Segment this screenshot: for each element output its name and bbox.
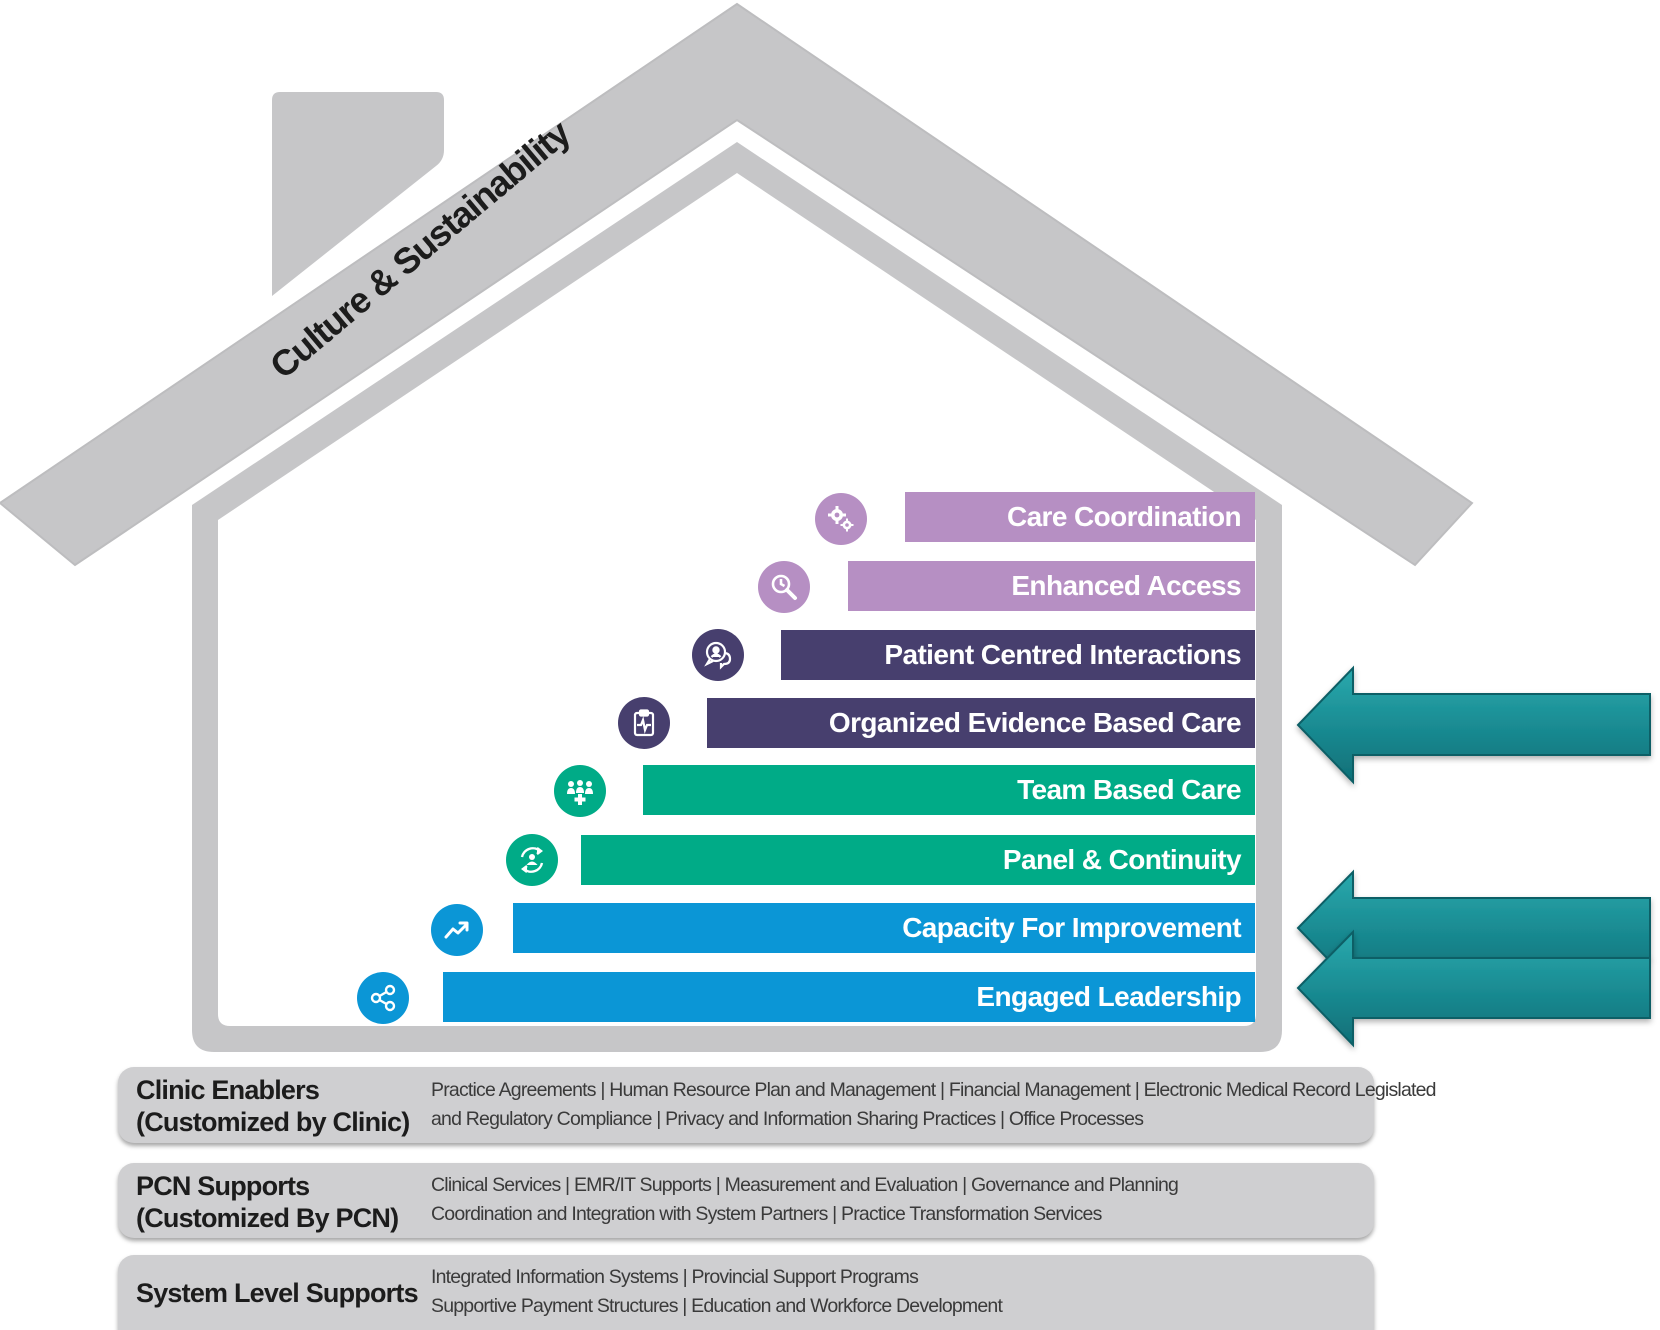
foundation-title-line1: PCN Supports xyxy=(136,1171,310,1201)
trend-up-icon xyxy=(431,904,483,956)
step-care-coordination: Care Coordination xyxy=(905,492,1255,542)
chimney xyxy=(272,92,444,296)
foundation-title: PCN Supports (Customized By PCN) xyxy=(136,1170,399,1234)
foundation-description: Clinical Services | EMR/IT Supports | Me… xyxy=(431,1171,1179,1229)
foundation-desc-line2: Supportive Payment Structures | Educatio… xyxy=(431,1295,1003,1317)
magnifier-clock-icon xyxy=(758,561,810,613)
step-label: Capacity For Improvement xyxy=(902,912,1241,943)
step-panel-continuity: Panel & Continuity xyxy=(581,835,1255,885)
foundation-title-line1: System Level Supports xyxy=(136,1278,419,1308)
step-patient-centred-interactions: Patient Centred Interactions xyxy=(781,630,1255,680)
step-team-based-care: Team Based Care xyxy=(643,765,1255,815)
arrow-engaged-leadership xyxy=(1296,929,1651,1048)
step-label: Patient Centred Interactions xyxy=(884,639,1241,670)
step-organized-evidence-based-care: Organized Evidence Based Care xyxy=(707,698,1255,748)
foundation-description: Integrated Information Systems | Provinc… xyxy=(431,1263,1003,1321)
foundation-system-level-supports: System Level Supports Integrated Informa… xyxy=(118,1255,1374,1330)
foundation-clinic-enablers: Clinic Enablers (Customized by Clinic) P… xyxy=(118,1067,1437,1143)
foundation-desc-line1: Clinical Services | EMR/IT Supports | Me… xyxy=(431,1174,1179,1196)
foundation-title-line2: (Customized By PCN) xyxy=(136,1203,399,1233)
clipboard-pulse-icon xyxy=(618,697,670,749)
foundation-pcn-supports: PCN Supports (Customized By PCN) Clinica… xyxy=(118,1163,1374,1238)
foundation-desc-line1: Integrated Information Systems | Provinc… xyxy=(431,1266,919,1288)
foundation-title-line2: (Customized by Clinic) xyxy=(136,1107,410,1137)
step-label: Care Coordination xyxy=(1006,501,1242,532)
share-icon xyxy=(357,972,409,1024)
step-label: Team Based Care xyxy=(1017,774,1242,805)
foundation-desc-line1: Practice Agreements | Human Resource Pla… xyxy=(431,1079,1437,1101)
chat-person-icon xyxy=(692,629,744,681)
foundation-title: Clinic Enablers (Customized by Clinic) xyxy=(136,1074,410,1138)
step-engaged-leadership: Engaged Leadership xyxy=(443,972,1255,1022)
team-icon xyxy=(554,765,606,817)
foundation-desc-line2: and Regulatory Compliance | Privacy and … xyxy=(431,1108,1144,1130)
roof xyxy=(0,2,1474,567)
gears-icon xyxy=(815,493,867,545)
step-label: Organized Evidence Based Care xyxy=(828,707,1242,738)
foundation-description: Practice Agreements | Human Resource Pla… xyxy=(431,1076,1437,1134)
step-label: Enhanced Access xyxy=(1011,570,1241,601)
step-label: Engaged Leadership xyxy=(976,981,1241,1012)
cycle-person-icon xyxy=(506,834,558,886)
step-capacity-for-improvement: Capacity For Improvement xyxy=(513,903,1255,953)
step-label: Panel & Continuity xyxy=(1002,844,1242,875)
foundation-title-line1: Clinic Enablers xyxy=(136,1075,320,1105)
foundation-desc-line2: Coordination and Integration with System… xyxy=(431,1203,1102,1225)
step-enhanced-access: Enhanced Access xyxy=(848,561,1255,611)
foundation-title: System Level Supports xyxy=(136,1277,419,1309)
arrow-organized-evidence xyxy=(1296,665,1651,785)
